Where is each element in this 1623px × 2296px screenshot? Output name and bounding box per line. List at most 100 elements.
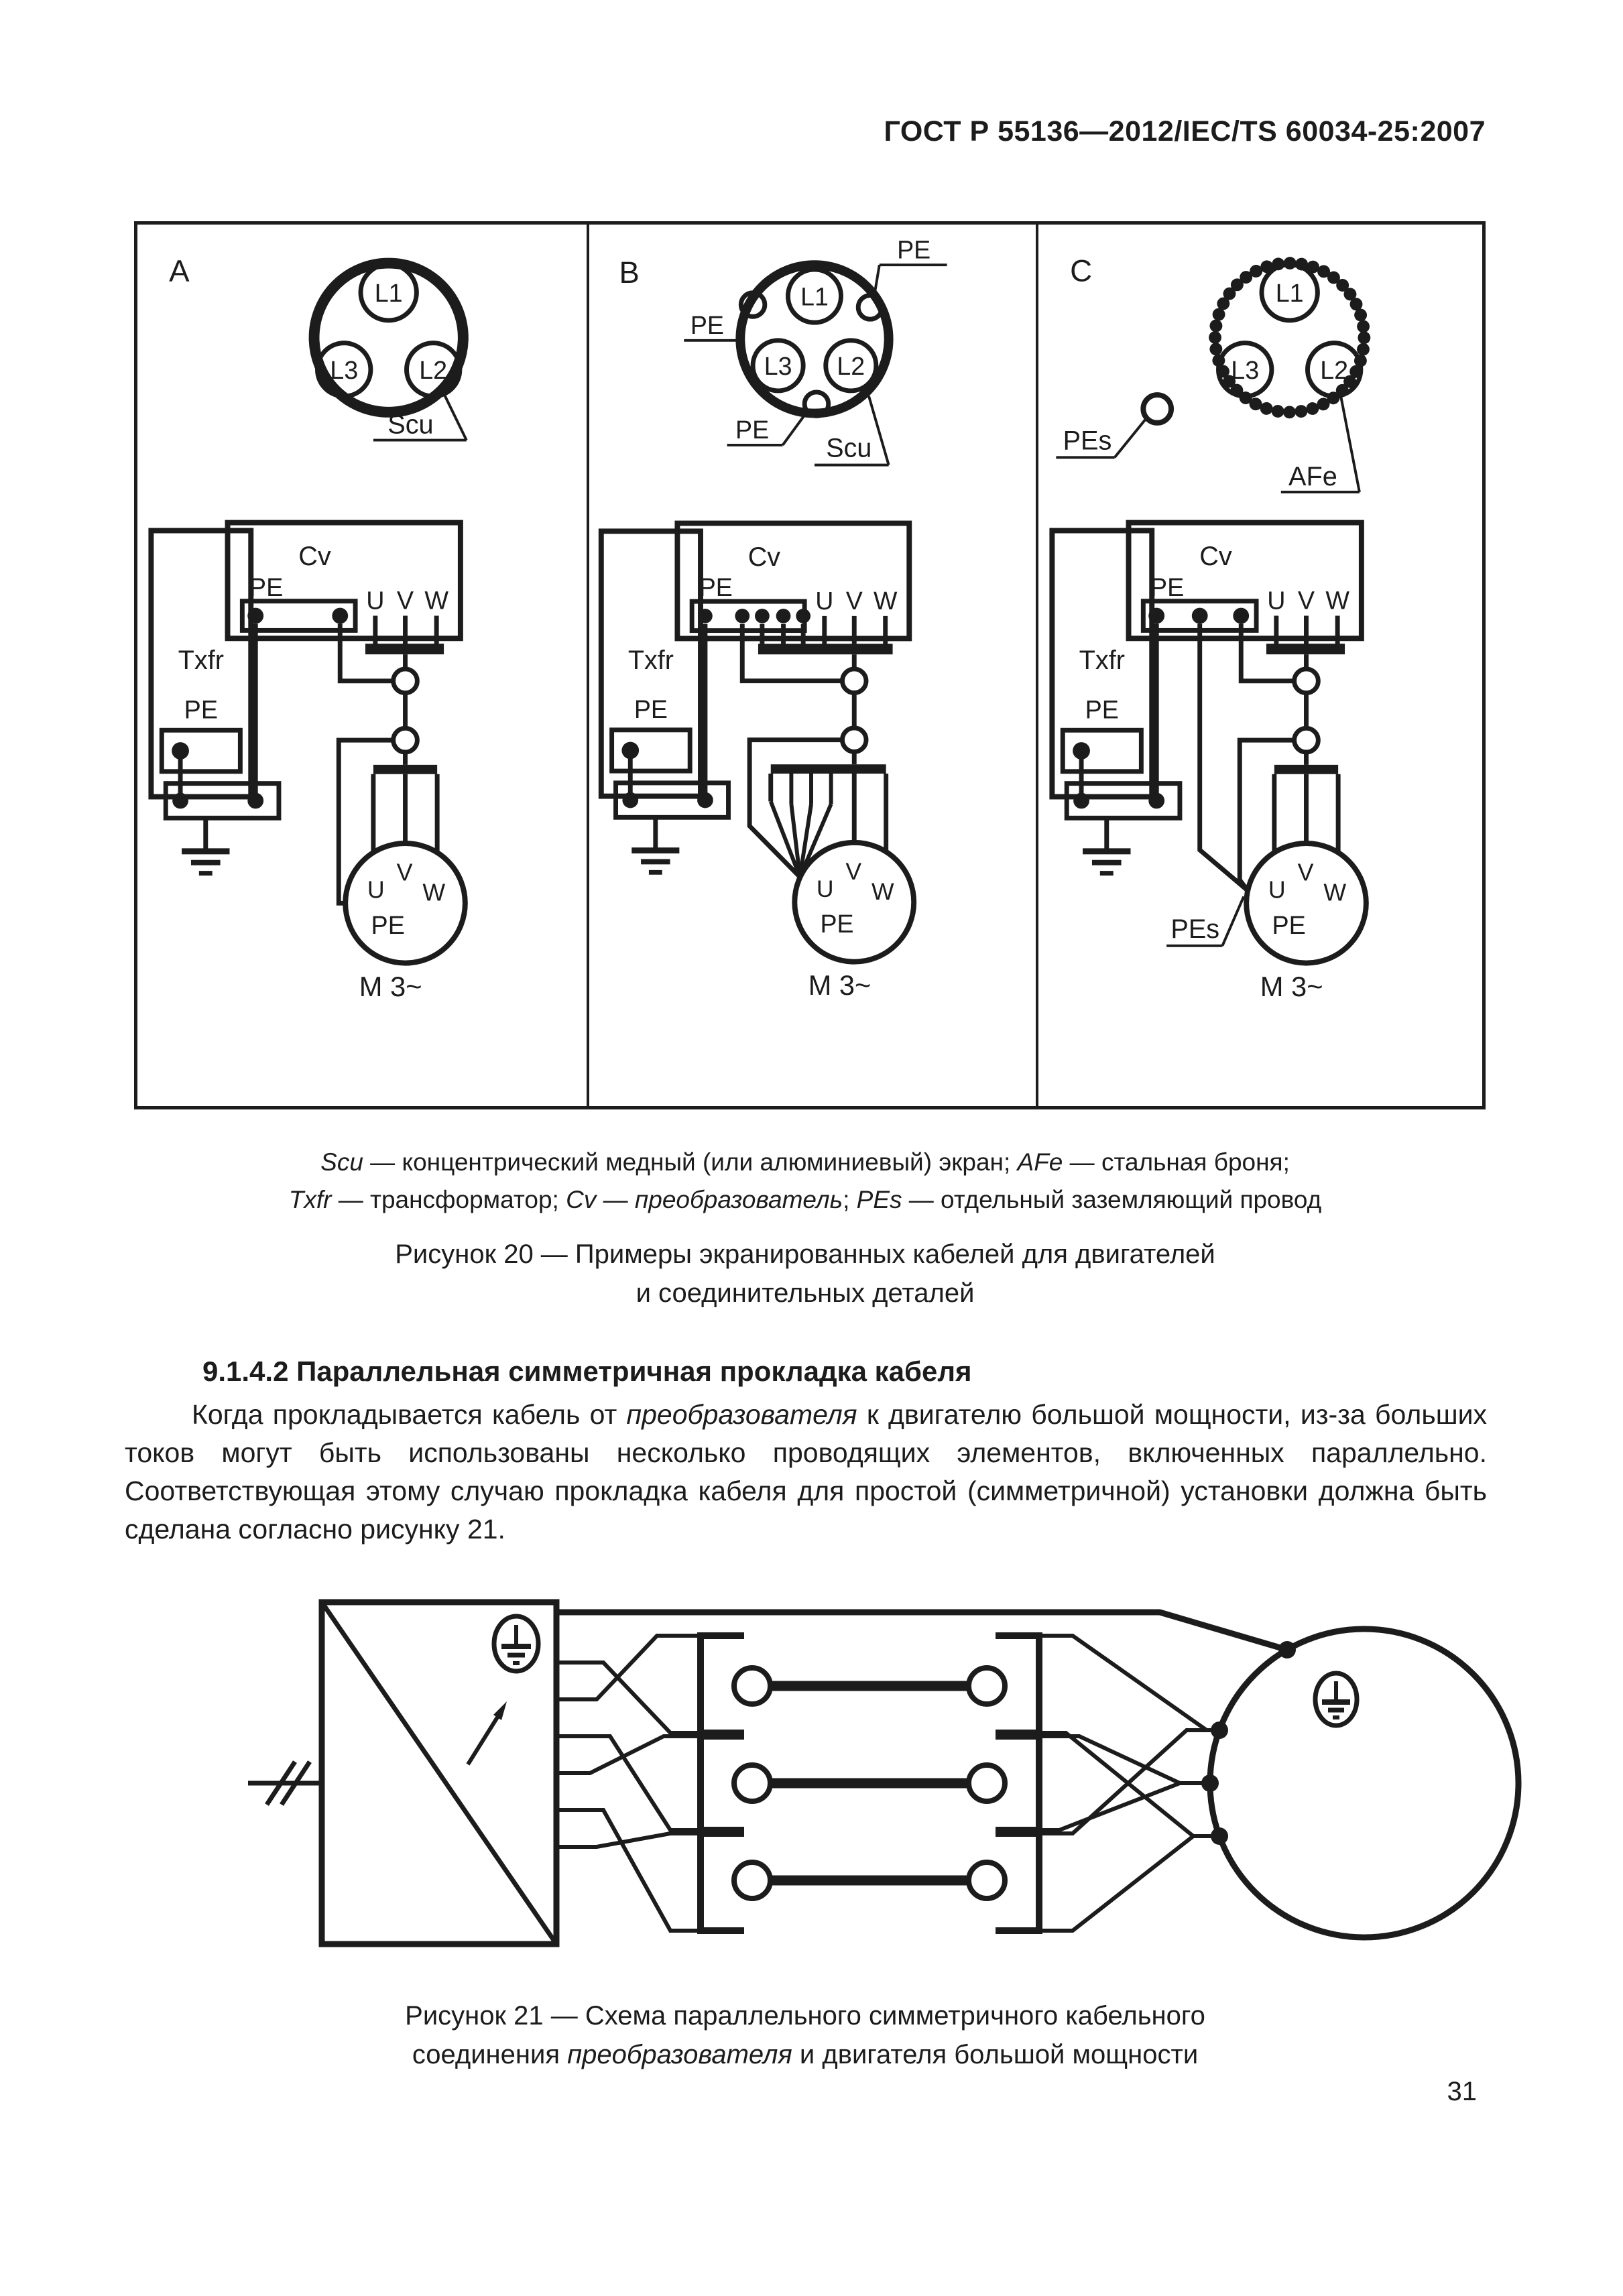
transformer-block: Txfr PE xyxy=(1049,528,1155,801)
pes-motor-callout: PEs xyxy=(1170,914,1219,944)
cable-gland-1 xyxy=(391,666,420,696)
motor-pe-label: PE xyxy=(371,911,405,939)
motor-v-label: V xyxy=(397,859,413,886)
motor: U V W PE M 3~ xyxy=(792,839,917,1001)
cable-gland-1 xyxy=(840,666,869,695)
fig21-cap-seg1: соединения xyxy=(412,2040,568,2069)
scu-label: Scu xyxy=(826,434,871,463)
legend-txfr-def: — трансформатор; xyxy=(331,1186,566,1213)
earth-bus xyxy=(1064,781,1183,876)
cv-pe-label: PE xyxy=(699,573,733,601)
txfr-pe-label: PE xyxy=(1085,695,1119,723)
motor: U V W PE M 3~ xyxy=(343,841,468,1002)
supply-input-line xyxy=(248,1760,322,1806)
cable-cross-section-steel-armour: L1 L3 L2 AFe PEs xyxy=(1056,257,1371,493)
legend-afe-def: — стальная броня; xyxy=(1063,1148,1290,1176)
legend-cv-def: преобразователь xyxy=(634,1186,843,1213)
core-l3-label: L3 xyxy=(764,352,792,380)
motor-u-label: U xyxy=(367,876,385,903)
panel-c-diagram: C L1 L3 L2 AFe PEs Txfr xyxy=(1049,253,1371,1002)
u-terminal-label: U xyxy=(1267,587,1285,615)
figure21-svg xyxy=(248,1599,1522,1947)
motor-pe-label: PE xyxy=(821,910,854,938)
core-l2-label: L2 xyxy=(419,356,447,384)
large-motor xyxy=(1201,1626,1522,1941)
motor-u-label: U xyxy=(817,875,834,902)
txfr-pe-label: PE xyxy=(634,695,668,723)
figure21-caption-line1: Рисунок 21 — Схема параллельного симметр… xyxy=(405,2001,1205,2031)
motor-type-label: M 3~ xyxy=(1260,971,1323,1002)
section-heading: 9.1.4.2 Параллельная симметричная прокла… xyxy=(202,1355,972,1387)
figure20-panel-a: A L1 L3 L2 Scu Txfr PE xyxy=(137,225,587,1106)
transformer-block: Txfr PE xyxy=(148,528,254,801)
fig21-cap-seg2: преобразователя xyxy=(567,2040,792,2069)
core-l1-label: L1 xyxy=(800,282,829,310)
pes-callout: PEs xyxy=(1063,426,1112,455)
w-terminal-label: W xyxy=(424,587,448,615)
motor-w-label: W xyxy=(422,879,445,906)
pe-core-right xyxy=(855,293,885,322)
v-terminal-label: V xyxy=(846,587,863,615)
core-l1-label: L1 xyxy=(1276,279,1304,307)
separate-pes-wire xyxy=(1197,623,1250,893)
motor-v-label: V xyxy=(1298,859,1314,886)
para-seg3: к двигателю большой мощности, из-за боль… xyxy=(125,1399,1487,1545)
legend-line-2: Txfr — трансформатор; Cv — преобразовате… xyxy=(125,1181,1486,1219)
cable-gland-2 xyxy=(840,725,869,754)
figure21-diagram xyxy=(201,1562,1522,1978)
txfr-label: Txfr xyxy=(178,646,224,675)
legend-pes-def: — отдельный заземляющий провод xyxy=(902,1186,1322,1213)
cable-gland-2 xyxy=(1292,725,1321,755)
legend-afe-term: AFe xyxy=(1017,1148,1063,1176)
figure21-caption-line2: соединения преобразователя и двигателя б… xyxy=(125,2035,1486,2074)
figure20-caption-line2: и соединительных деталей xyxy=(636,1278,975,1308)
legend-sep: ; xyxy=(843,1186,857,1213)
panel-c-letter: C xyxy=(1070,253,1092,288)
w-terminal-label: W xyxy=(1325,587,1349,615)
panel-c-wiring: PEs xyxy=(1154,615,1345,947)
earth-ground-icon xyxy=(632,817,680,875)
separate-pes-conductor xyxy=(1140,392,1174,426)
para-seg1: Когда прокладывается кабель от xyxy=(192,1399,627,1430)
core-l3-label: L3 xyxy=(330,356,358,384)
legend-cv-term: Cv xyxy=(566,1186,597,1213)
cable-gland-1 xyxy=(1292,666,1321,696)
transposition-wires-right xyxy=(1039,1634,1219,1933)
core-l1-label: L1 xyxy=(375,279,403,307)
cable-run-3 xyxy=(697,1827,1042,1934)
pe-core-bottom xyxy=(802,389,831,418)
panel-a-wiring xyxy=(253,615,444,906)
legend-pes-term: PEs xyxy=(856,1186,902,1213)
motor-protective-earth-icon xyxy=(1313,1671,1360,1728)
legend-line-1: Scu — концентрический медный (или алюмин… xyxy=(125,1144,1486,1181)
cable-gland-2 xyxy=(391,725,420,755)
txfr-label: Txfr xyxy=(628,646,674,675)
earth-bus xyxy=(613,780,731,875)
afe-label: AFe xyxy=(1288,462,1337,491)
parallel-cable-runs xyxy=(697,1632,1042,1934)
core-l3-label: L3 xyxy=(1231,356,1259,384)
panel-a-letter: A xyxy=(169,253,190,288)
cv-label: Cv xyxy=(1199,542,1232,571)
u-terminal-label: U xyxy=(366,587,384,615)
v-terminal-label: V xyxy=(1298,587,1315,615)
earth-ground-icon xyxy=(182,818,230,876)
legend-scu-def: — концентрический медный (или алюминиевы… xyxy=(363,1148,1018,1176)
converter-box xyxy=(318,1599,560,1947)
panel-b-wiring xyxy=(703,615,893,879)
legend-scu-term: Scu xyxy=(320,1148,363,1176)
motor-w-label: W xyxy=(871,878,894,905)
cv-label: Cv xyxy=(298,542,331,571)
motor-pe-label: PE xyxy=(1272,911,1306,939)
scu-label: Scu xyxy=(387,410,433,440)
motor-v-label: V xyxy=(845,858,861,885)
pe-callout-bottom: PE xyxy=(735,416,769,444)
arrow-icon xyxy=(466,1701,507,1766)
converter-block: Cv PE U V W xyxy=(1126,520,1364,642)
cable-run-2 xyxy=(697,1730,1042,1837)
figure20-frame: A L1 L3 L2 Scu Txfr PE xyxy=(134,221,1486,1109)
v-terminal-label: V xyxy=(397,587,414,615)
figure20-panel-b: B L1 L3 L2 PE PE PE xyxy=(587,225,1038,1106)
transformer-block: Txfr PE xyxy=(598,528,703,800)
motor: U V W PE M 3~ xyxy=(1244,841,1369,1002)
